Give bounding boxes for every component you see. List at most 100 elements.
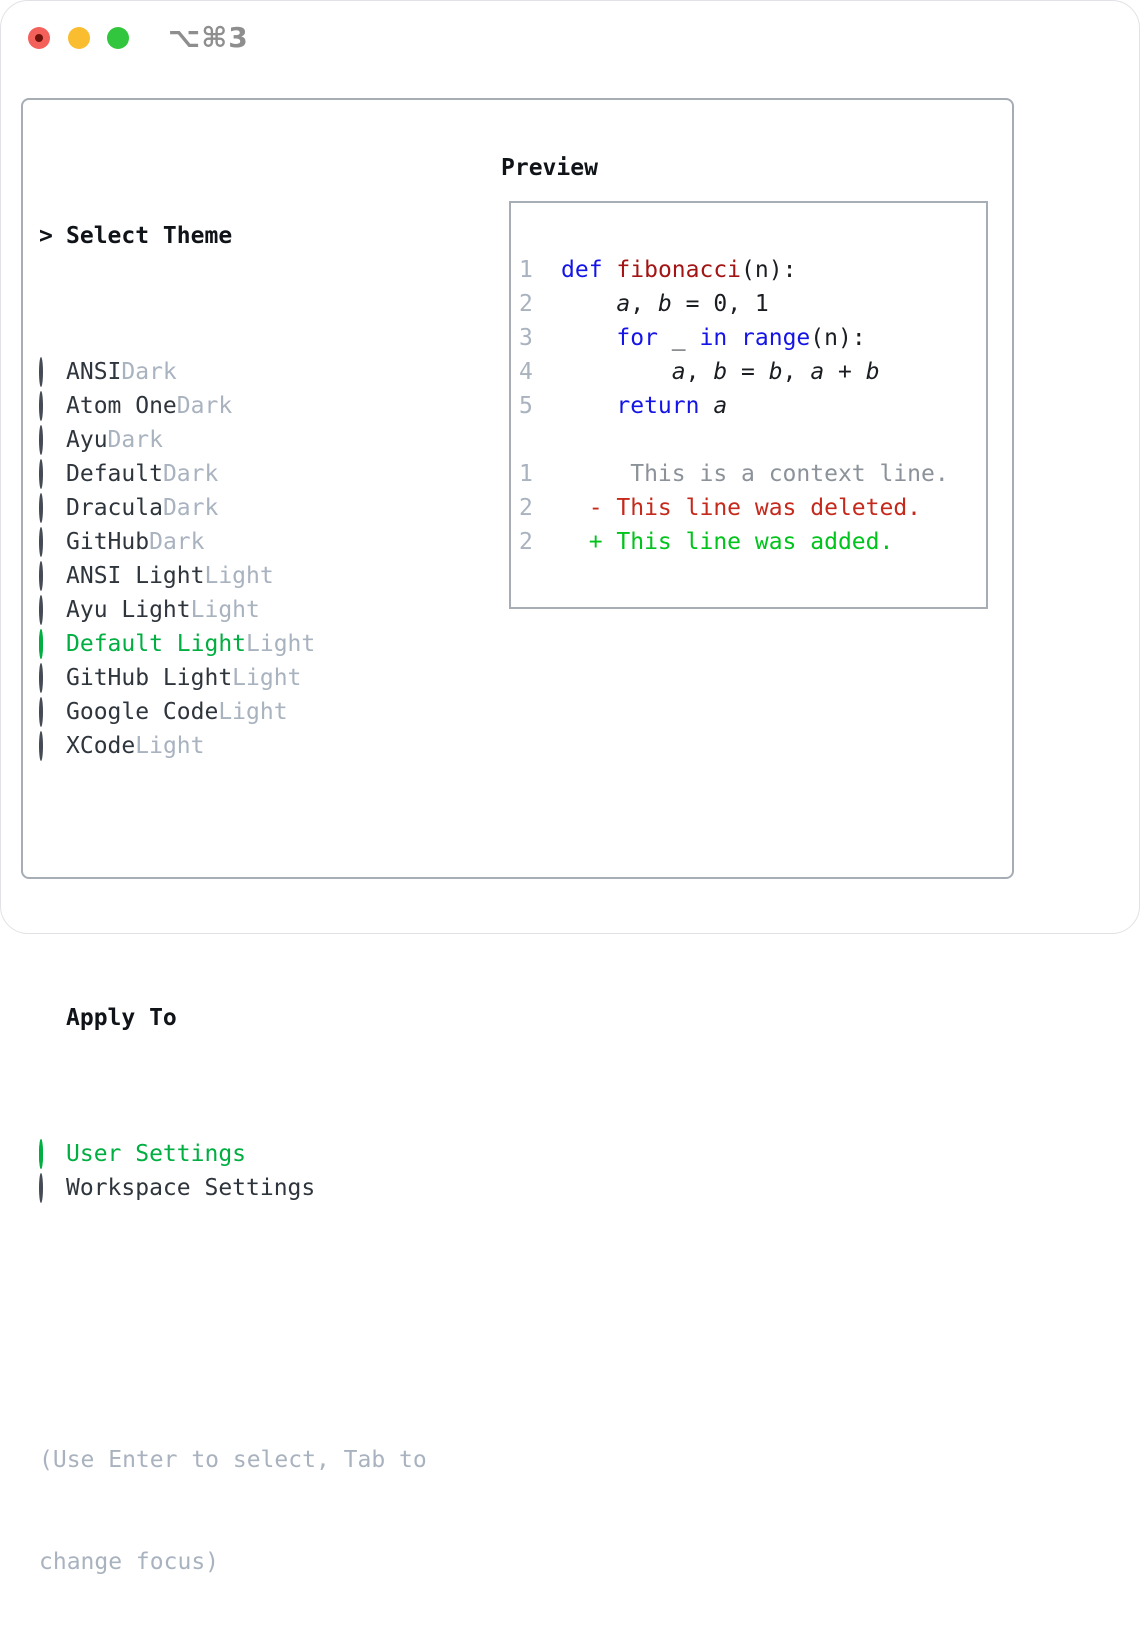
- code-token: [561, 355, 672, 389]
- theme-option[interactable]: Dracula Dark: [39, 491, 427, 525]
- theme-option[interactable]: Atom One Dark: [39, 389, 427, 423]
- code-token: [727, 321, 741, 355]
- line-number: 5: [519, 393, 533, 419]
- apply-option-label: Workspace Settings: [66, 1175, 316, 1201]
- line-number: 1: [519, 461, 533, 487]
- radio-unselected-icon: [39, 389, 66, 423]
- close-button-dot-icon: [35, 34, 43, 42]
- code-token: (n):: [741, 257, 797, 283]
- theme-name: ANSI Light: [66, 563, 205, 589]
- theme-variant-badge: Dark: [149, 529, 205, 555]
- code-token: +: [824, 359, 866, 385]
- theme-option[interactable]: Google Code Light: [39, 695, 427, 729]
- theme-variant-badge: Light: [190, 597, 260, 623]
- close-button[interactable]: [28, 27, 50, 49]
- line-number: 2: [519, 291, 533, 317]
- code-token: [561, 287, 616, 321]
- code-token: This is a context line.: [561, 461, 949, 487]
- code-token: - This line was deleted.: [561, 495, 922, 521]
- code-token: def: [561, 257, 603, 283]
- code-token: a: [810, 359, 825, 385]
- radio-unselected-icon: [39, 729, 66, 763]
- radio-unselected-icon: [39, 525, 66, 559]
- apply-option[interactable]: Workspace Settings: [39, 1171, 427, 1205]
- window-shortcut-label: ⌥⌘3: [168, 21, 249, 54]
- code-token: in: [699, 325, 728, 351]
- apply-to-header: Apply To: [39, 1001, 427, 1035]
- theme-variant-badge: Dark: [162, 461, 219, 487]
- spacer-row: [39, 865, 427, 899]
- theme-name: Ayu: [66, 427, 108, 453]
- code-token: a: [671, 359, 686, 385]
- preview-title: Preview: [501, 155, 598, 181]
- line-number: 3: [519, 325, 533, 351]
- theme-variant-badge: Light: [135, 733, 205, 759]
- code-token: range: [741, 325, 811, 351]
- line-number: 2: [519, 495, 533, 521]
- theme-option[interactable]: ANSI Light Light: [39, 559, 427, 593]
- spacer-row: [39, 1307, 427, 1341]
- theme-option[interactable]: Ayu Dark: [39, 423, 427, 457]
- theme-variant-badge: Dark: [176, 393, 233, 419]
- radio-unselected-icon: [39, 491, 66, 525]
- theme-variant-badge: Light: [232, 665, 302, 691]
- theme-option[interactable]: GitHub Dark: [39, 525, 427, 559]
- theme-name: GitHub Light: [66, 665, 233, 691]
- code-line: 1 This is a context line.: [519, 457, 986, 491]
- theme-name: Default: [66, 461, 163, 487]
- code-line: 2 + This line was added.: [519, 525, 986, 559]
- theme-name: XCode: [66, 733, 136, 759]
- code-token: ,: [630, 291, 658, 317]
- theme-option[interactable]: Default Light Light: [39, 627, 427, 661]
- theme-variant-badge: Dark: [107, 427, 163, 453]
- code-token: [561, 321, 616, 355]
- code-line: 2 - This line was deleted.: [519, 491, 986, 525]
- code-token: [603, 253, 617, 287]
- radio-unselected-icon: [39, 593, 66, 627]
- code-line: 4 a, b = b, a + b: [519, 355, 986, 389]
- code-token: ,: [782, 359, 811, 385]
- theme-option[interactable]: XCode Light: [39, 729, 427, 763]
- code-line: 1 def fibonacci(n):: [519, 253, 986, 287]
- hint-text-line1: (Use Enter to select, Tab to: [39, 1447, 427, 1473]
- code-line: [519, 423, 986, 457]
- code-line: 5 return a: [519, 389, 986, 423]
- theme-option[interactable]: GitHub Light Light: [39, 661, 427, 695]
- theme-name: Default Light: [66, 631, 247, 657]
- zoom-button[interactable]: [107, 27, 129, 49]
- code-token: return: [616, 393, 700, 419]
- theme-option[interactable]: Ayu Light Light: [39, 593, 427, 627]
- theme-variant-badge: Light: [246, 631, 316, 657]
- code-token: b: [713, 359, 728, 385]
- theme-option[interactable]: ANSI Dark: [39, 355, 427, 389]
- theme-option[interactable]: Default Dark: [39, 457, 427, 491]
- line-number: [519, 423, 561, 457]
- code-token: =: [727, 359, 769, 385]
- theme-name: Dracula: [66, 495, 163, 521]
- code-token: a: [616, 291, 631, 317]
- apply-option[interactable]: User Settings: [39, 1137, 427, 1171]
- line-number: 1: [519, 257, 533, 283]
- radio-unselected-icon: [39, 559, 66, 593]
- theme-variant-badge: Light: [218, 699, 288, 725]
- code-token: fibonacci: [616, 257, 742, 283]
- radio-unselected-icon: [39, 355, 66, 389]
- hint-text-line2: change focus): [39, 1549, 220, 1575]
- radio-unselected-icon: [39, 695, 66, 729]
- minimize-button[interactable]: [68, 27, 90, 49]
- code-line: 2 a, b = 0, 1: [519, 287, 986, 321]
- theme-variant-badge: Light: [204, 563, 274, 589]
- focus-caret-icon: >: [39, 223, 53, 249]
- code-token: b: [865, 359, 880, 385]
- radio-unselected-icon: [39, 1171, 66, 1205]
- select-theme-header: >Select Theme: [39, 219, 427, 253]
- theme-variant-badge: Dark: [121, 359, 177, 385]
- code-token: (n):: [810, 325, 866, 351]
- code-token: ,: [685, 359, 714, 385]
